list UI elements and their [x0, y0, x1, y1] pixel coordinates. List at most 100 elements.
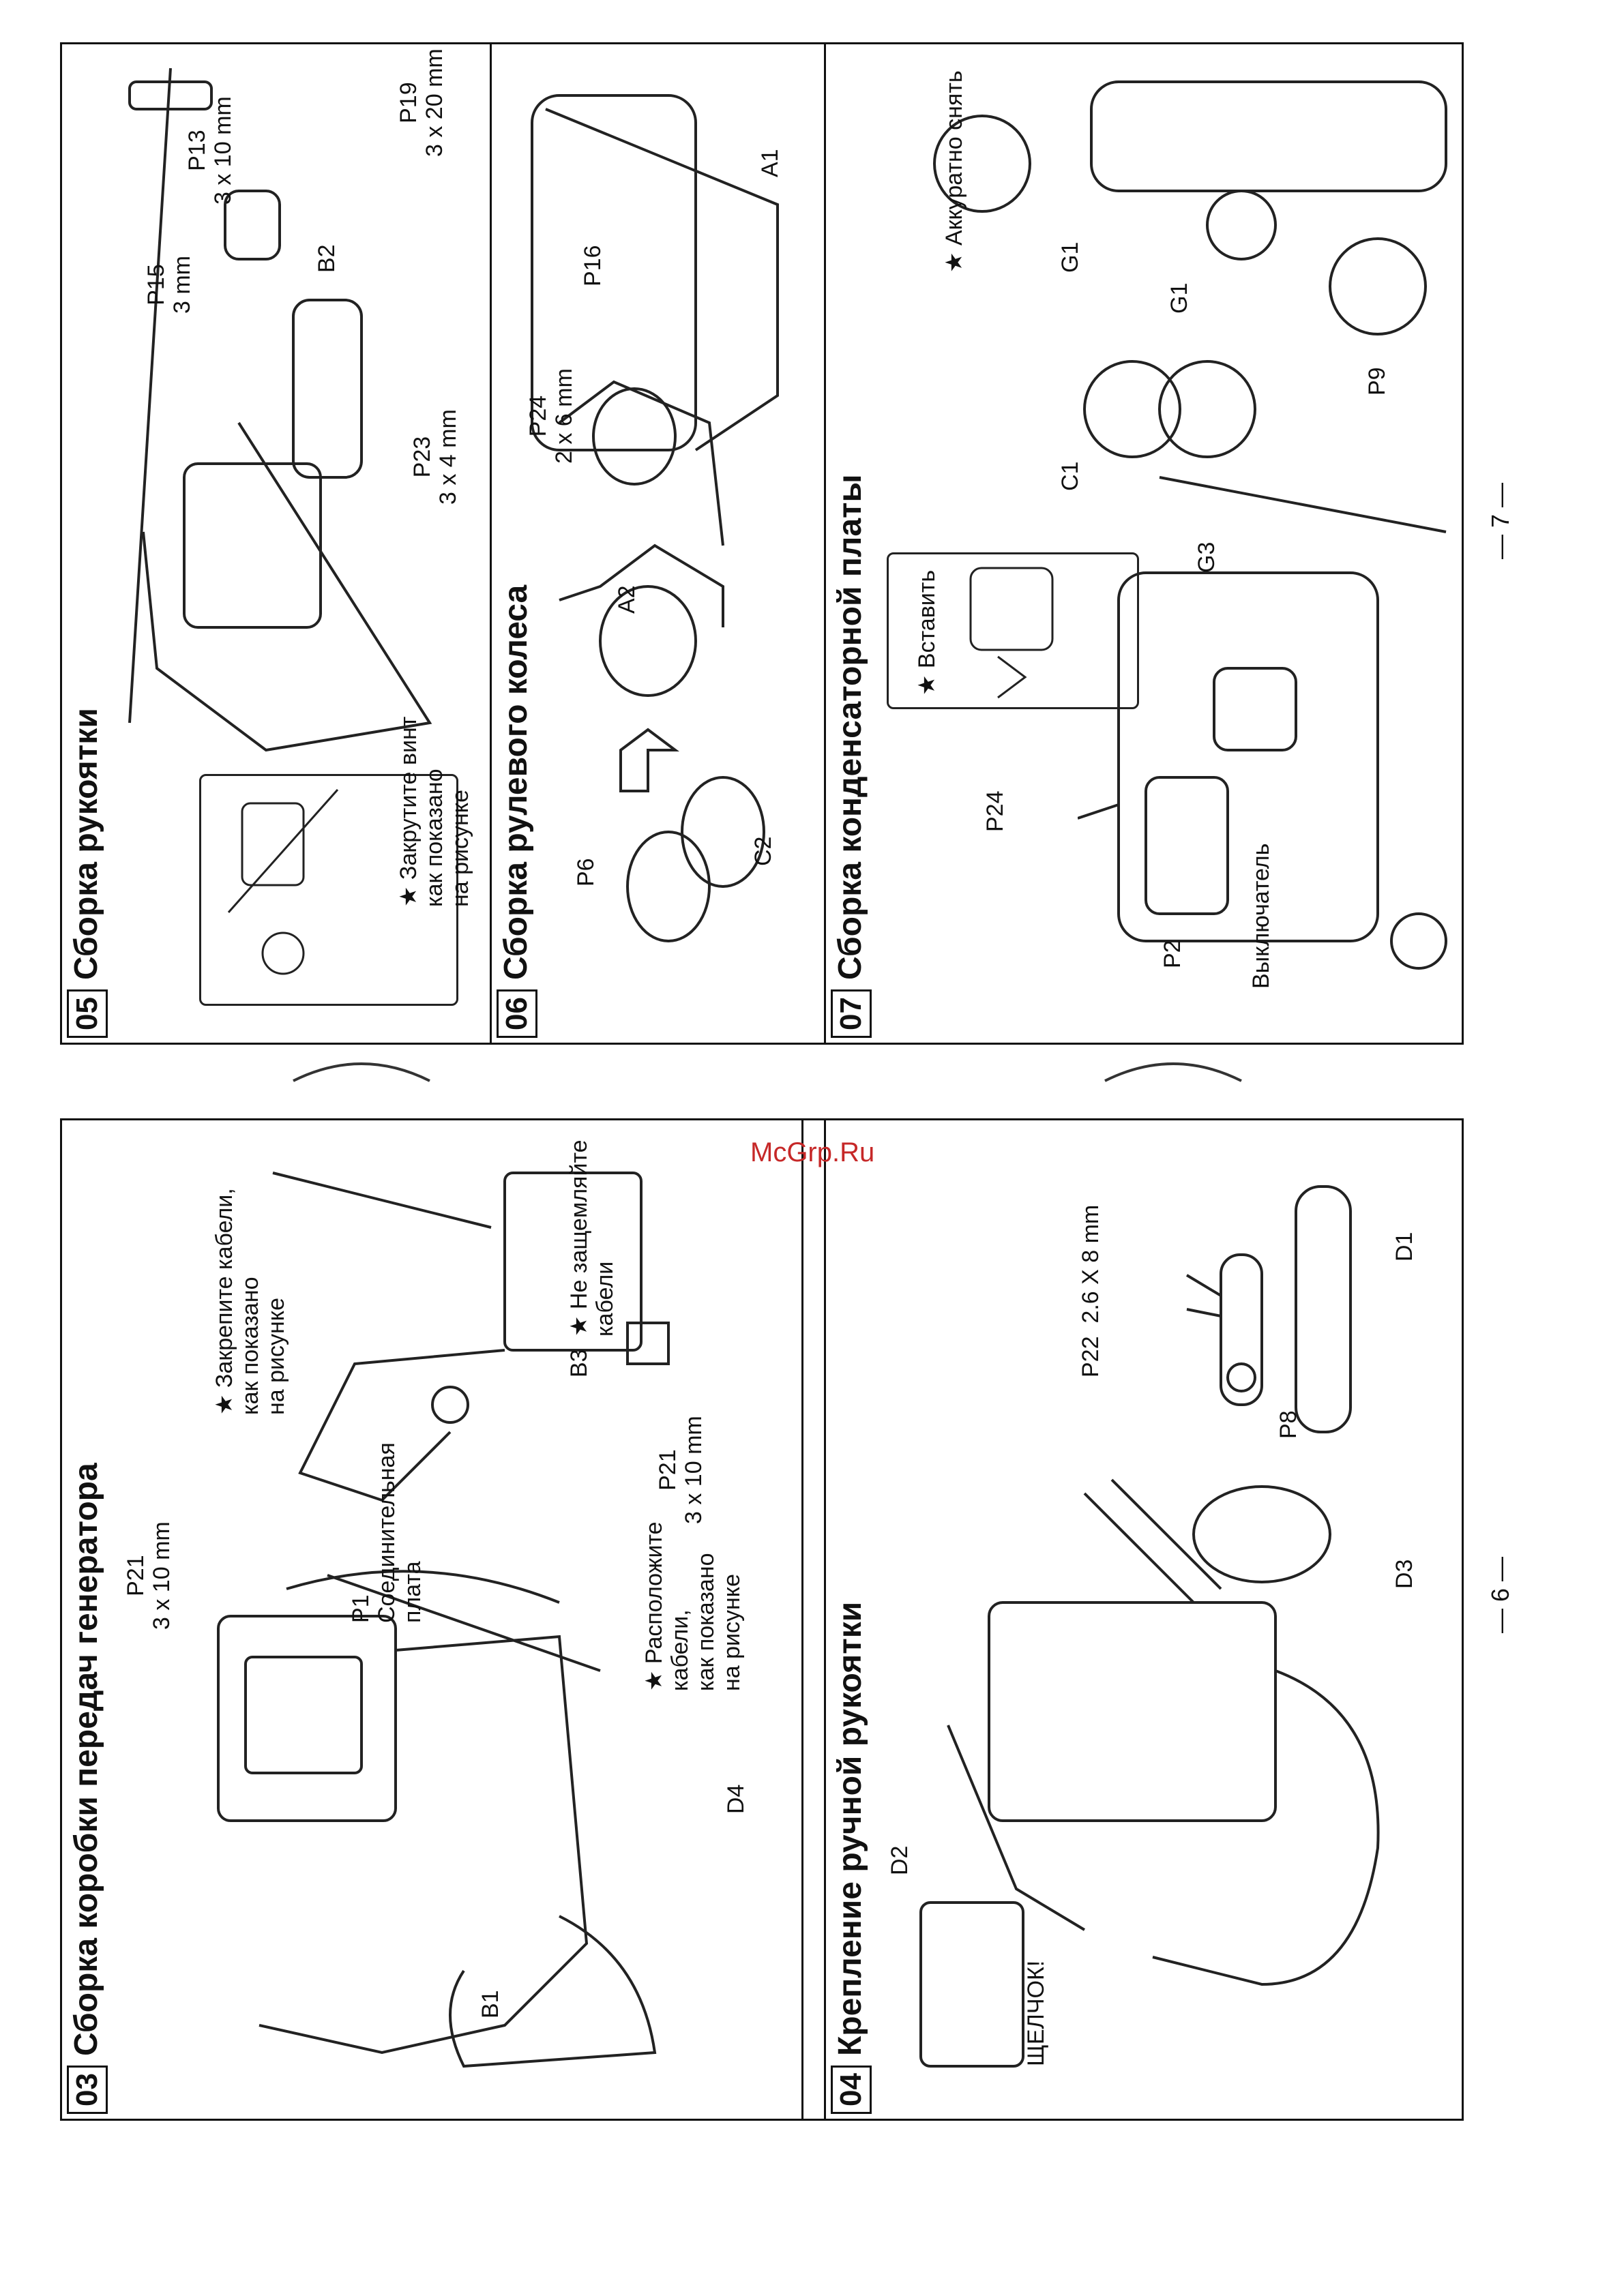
sec03-generator-gearbox-drawing: [217, 1570, 657, 2068]
sec04-p22-label: P22 2.6 X 8 mm: [1078, 1205, 1104, 1377]
sec05-p15-label: P15 3 mm: [143, 256, 195, 314]
sec03-pinch-line2: кабели: [592, 1261, 618, 1337]
sec03-no-pinch-note: ★ Не защемляйте кабели: [566, 1139, 618, 1337]
sec06-a2-label: A2: [614, 585, 640, 614]
page-number-left-value: 6: [1486, 1587, 1514, 1602]
sec07-p24-code: P24: [982, 790, 1008, 833]
sec05-p15-code: P15: [143, 264, 169, 305]
sec07-g1-bottom-label: G1: [1166, 283, 1192, 314]
sec06-p6-label: P6: [573, 858, 599, 886]
sec04-p8-label: P8: [1275, 1410, 1301, 1439]
page-number-right-value: 7: [1486, 513, 1514, 528]
sec07-c1-code: C1: [1057, 461, 1083, 491]
fold-mark-left: [293, 1062, 430, 1082]
sec03-arrange-line1: ★ Расположите: [641, 1521, 667, 1691]
sec03-arrange-line4: на рисунке: [719, 1574, 745, 1691]
sec04-p8-code: P8: [1275, 1410, 1301, 1439]
sec06-p24-code: P24: [525, 395, 551, 437]
sec03-arrange-line2: кабели,: [667, 1609, 693, 1691]
sec07-g3-label: G3: [1194, 542, 1220, 573]
sec04-p22-size: 2.6 X 8 mm: [1078, 1204, 1104, 1324]
sec05-p19-size: 3 x 20 mm: [422, 48, 447, 157]
sec07-g1-bottom-code: G1: [1166, 282, 1192, 314]
sec03-arrange-cables-note: ★ Расположите кабели, как показано на ри…: [641, 1521, 745, 1691]
sec03-fix-line2: как показано: [237, 1277, 263, 1415]
sec03-p1-desc2: плата: [400, 1561, 426, 1623]
sec07-number: 07: [831, 989, 872, 1038]
sec07-p2-label: P2: [1160, 940, 1185, 968]
sec04-hand-crank-drawing: [919, 1478, 1380, 2068]
sec05-p13-code: P13: [184, 130, 210, 171]
left-page-frame-full: [60, 1118, 1464, 2121]
right-page-frame: [60, 42, 1464, 1045]
page-number-right: — 7 —: [1486, 482, 1514, 559]
sec03-p1-label: P1 Соединительная плата: [348, 1442, 426, 1623]
sec03-connector-board-drawing: [272, 1172, 670, 1502]
sec03-b1-code: B1: [477, 1990, 503, 2018]
sec07-insert-note: ★ Вставить: [914, 570, 940, 696]
sec04-d2-code: D2: [887, 1845, 913, 1875]
sec07-switch-label: Выключатель: [1248, 844, 1274, 989]
sec03-number: 03: [67, 2066, 108, 2114]
sec05-p15-size: 3 mm: [169, 256, 195, 314]
sec04-d1-code: D1: [1391, 1232, 1417, 1262]
sec06-p24-size: 2 x 6 mm: [551, 368, 577, 464]
sec03-header: 03 Сборка коробки передач генератора: [67, 1463, 108, 2114]
sec03-sec04-line: [824, 1118, 826, 2121]
fold-mark-right: [1104, 1062, 1242, 1082]
sec03-d4-code: D4: [723, 1784, 749, 1814]
sec03-p21-top-label: P21 3 x 10 mm: [123, 1521, 175, 1630]
sec06-p24-label: P24 2 x 6 mm: [525, 368, 577, 464]
sec07-motor-illustration: [969, 567, 1054, 699]
sec05-p19-label: P19 3 x 20 mm: [396, 48, 447, 157]
sec05-note-illustration: [227, 789, 339, 975]
sec06-a1-code: A1: [757, 149, 783, 177]
sec06-c2-label: C2: [750, 837, 776, 866]
sec07-insert-text: ★ Вставить: [914, 569, 940, 696]
sec04-title: Крепление ручной рукоятки: [832, 1601, 868, 2057]
sec06-p16-code: P16: [580, 245, 606, 287]
sec03-fix-line1: ★ Закрепите кабели,: [211, 1188, 237, 1415]
sec03-d4-label: D4: [723, 1785, 749, 1814]
sec04-click-label: ЩЕЛЧОК!: [1023, 1960, 1049, 2066]
sec03-title: Сборка коробки передач генератора: [68, 1463, 104, 2057]
sec05-p23-label: P23 3 x 4 mm: [409, 409, 461, 505]
sec03-p21-top-size: 3 x 10 mm: [149, 1521, 175, 1630]
sec07-g3-code: G3: [1194, 541, 1220, 573]
sec04-header: 04Крепление ручной рукоятки: [831, 1602, 872, 2114]
sec03-p21-bottom-size: 3 x 10 mm: [681, 1416, 707, 1524]
sec03-pinch-line1: ★ Не защемляйте: [566, 1139, 592, 1337]
sec07-insert-note-box: [887, 552, 1139, 709]
sec04-crank-arm-drawing: [1185, 1185, 1352, 1433]
sec05-p23-code: P23: [409, 436, 435, 478]
sec06-a1-label: A1: [757, 149, 783, 177]
sec06-a2-code: A2: [614, 585, 640, 614]
sec07-g1-top-label: G1: [1057, 242, 1083, 273]
sec06-steering-wheel-drawing: [531, 94, 779, 942]
sec07-gear-assembly-drawing: [933, 80, 1447, 533]
sec07-p9-code: P9: [1364, 367, 1390, 396]
sec03-p21-bottom-label: P21 3 x 10 mm: [655, 1416, 707, 1524]
sec04-d1-label: D1: [1391, 1232, 1417, 1262]
sec05-sec06-divider: [490, 42, 492, 1045]
sec05-p19-code: P19: [396, 82, 422, 123]
sec04-click-text: ЩЕЛЧОК!: [1023, 1960, 1049, 2066]
sec07-title: Сборка конденсаторной платы: [832, 474, 868, 981]
sec05-b2-label: B2: [314, 244, 340, 273]
sec03-p21-bottom-code: P21: [655, 1449, 681, 1491]
sec07-switch-text: Выключатель: [1248, 843, 1274, 989]
sec04-d3-label: D3: [1391, 1560, 1417, 1589]
sec06-sec07-divider: [824, 42, 826, 1045]
sec03-b3-label: B3: [566, 1349, 592, 1377]
sec03-b1-label: B1: [477, 1990, 503, 2018]
sec07-c1-label: C1: [1057, 462, 1083, 491]
page-number-left: — 6 —: [1486, 1556, 1514, 1633]
sec07-capacitor-board-drawing: [1078, 571, 1447, 970]
sec05-p13-label: P13 3 x 10 mm: [184, 96, 236, 205]
sec07-remove-note: ★ Аккуратно снять: [941, 70, 967, 273]
sec07-p24-label: P24: [982, 791, 1008, 833]
sec07-remove-text: ★ Аккуратно снять: [941, 70, 967, 273]
sec06-p16-label: P16: [580, 245, 606, 287]
sec05-number: 05: [67, 989, 108, 1038]
sec06-number: 06: [497, 989, 537, 1038]
